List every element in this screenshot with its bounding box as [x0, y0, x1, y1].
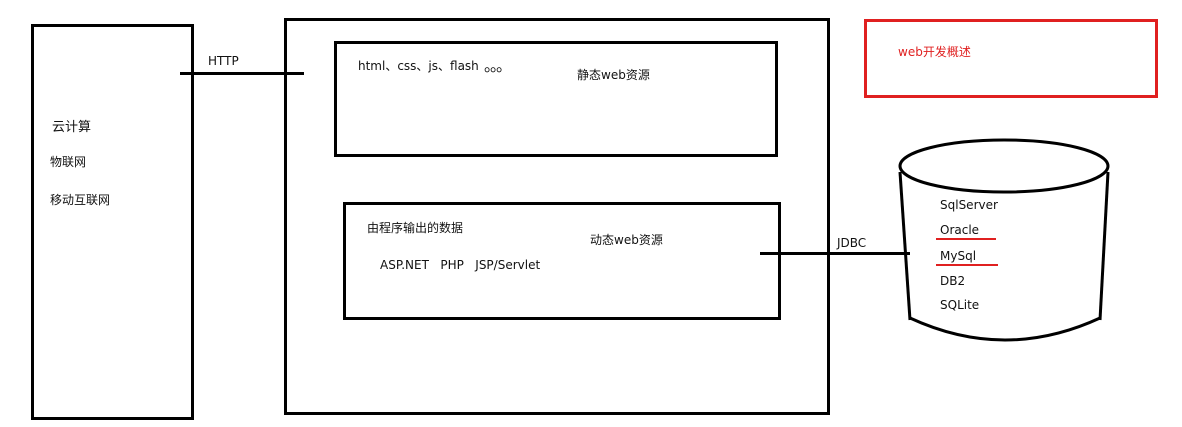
dynamic-resources-box — [343, 202, 781, 320]
client-item-iot: 物联网 — [50, 155, 87, 169]
jdbc-connector-line — [760, 252, 910, 255]
static-tech-list: html、css、js、flash — [358, 59, 479, 73]
dynamic-resources-label: 动态web资源 — [590, 233, 663, 247]
dynamic-heading: 由程序输出的数据 — [367, 221, 464, 235]
http-label: HTTP — [208, 54, 239, 68]
client-box — [31, 24, 194, 420]
static-resources-label: 静态web资源 — [577, 68, 650, 82]
server-box — [284, 18, 830, 415]
db-item-sqlite: SQLite — [940, 298, 980, 312]
dynamic-tech-list: ASP.NET PHP JSP/Servlet — [380, 258, 541, 272]
client-item-cloud: 云计算 — [52, 120, 92, 135]
db-item-oracle: Oracle — [940, 223, 980, 237]
db-item-db2: DB2 — [940, 274, 966, 288]
static-ellipsis: 。。。 — [484, 56, 512, 75]
db-item-sqlserver: SqlServer — [940, 198, 998, 212]
http-connector-line — [180, 72, 304, 75]
db-item-mysql: MySql — [940, 249, 977, 263]
client-item-mobile-internet: 移动互联网 — [50, 193, 111, 207]
static-resources-box — [334, 41, 778, 157]
jdbc-label: JDBC — [837, 236, 867, 250]
note-text: web开发概述 — [898, 45, 971, 59]
note-box — [864, 19, 1158, 98]
db-oracle-underline — [936, 238, 996, 240]
db-mysql-underline — [936, 264, 998, 266]
